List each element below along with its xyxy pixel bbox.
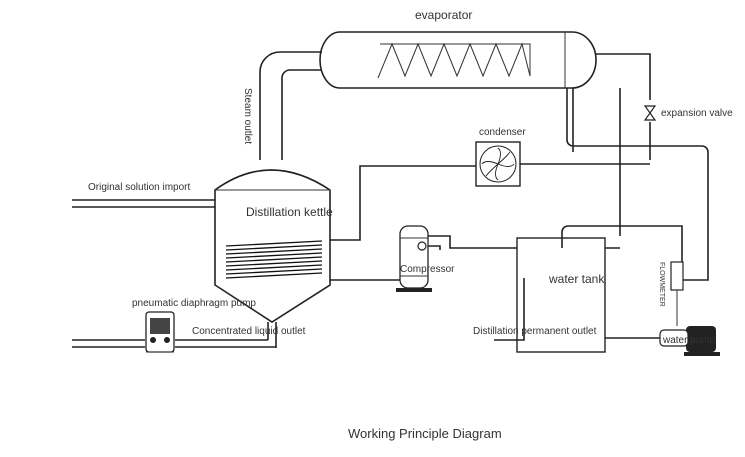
expansion-valve-icon [643, 105, 657, 121]
evaporator [319, 31, 597, 89]
expansion-valve-label: expansion valve [661, 108, 733, 119]
flowmeter-label: FLOWMETER [658, 262, 665, 307]
distillation-kettle [214, 169, 331, 348]
concentrated-outlet-pipe [72, 339, 276, 348]
fan-icon [481, 147, 515, 181]
water-pump-icon [659, 326, 720, 356]
evaporator-coil [377, 42, 531, 79]
original-solution-pipe [72, 199, 215, 208]
refrigerant-line-right [566, 53, 709, 281]
distillation-kettle-label: Distillation kettle [246, 205, 333, 219]
compressor-label: Compressor [400, 264, 455, 275]
diagram-caption: Working Principle Diagram [348, 426, 502, 441]
steam-outlet-pipe [259, 51, 322, 160]
diaphragm-pump-icon [145, 311, 175, 353]
water-tank [516, 225, 683, 353]
condenser-line [330, 163, 650, 241]
water-pump-label: water pump [662, 335, 716, 346]
pneumatic-diaphragm-pump-label: pneumatic diaphragm pump [132, 298, 256, 309]
water-tank-label: water tank [548, 272, 605, 286]
heating-coil [225, 240, 323, 279]
refrigerant-line-inner [572, 88, 651, 236]
evaporator-label: evaporator [415, 8, 472, 22]
compressor [396, 225, 432, 292]
distillation-outlet-pipe [494, 278, 660, 341]
flowmeter-icon [670, 261, 684, 326]
concentrated-liquid-outlet-label: Concentrated liquid outlet [192, 326, 306, 337]
condenser [475, 141, 521, 187]
distillation-outlet-label: Distillation permanent outlet [473, 326, 597, 337]
steam-outlet-label: Steam outlet [242, 88, 253, 144]
condenser-label: condenser [479, 127, 526, 138]
original-solution-import-label: Original solution import [88, 182, 190, 193]
